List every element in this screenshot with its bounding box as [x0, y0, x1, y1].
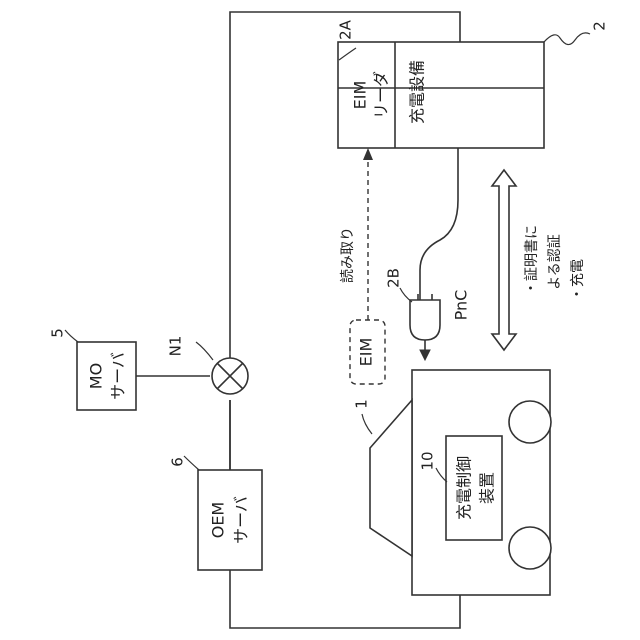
rear-wheel: [509, 527, 551, 569]
plug-leader-line: [400, 288, 412, 302]
oem-server-label-2: サーバ: [232, 496, 251, 544]
controller-label-2: 装置: [478, 472, 497, 504]
read-label: 読み取り: [339, 227, 356, 283]
charger-box: EIM リーダ 充電設備: [338, 42, 544, 148]
eim-card: EIM: [350, 320, 385, 384]
bidirectional-arrow: [492, 170, 516, 350]
charging-cable: [420, 148, 458, 300]
mo-leader-line: [65, 330, 78, 342]
network-node-n1: [212, 358, 248, 394]
note-line-1: ・証明書に: [524, 225, 540, 295]
mo-server-box: MO サーバ: [77, 342, 136, 410]
vehicle-ref: 1: [353, 399, 371, 409]
n1-leader-line: [196, 342, 213, 360]
oem-server-box: OEM サーバ: [198, 470, 262, 570]
controller-label-1: 充電制御: [455, 456, 474, 520]
plug-ref: 2B: [385, 268, 403, 288]
charge-controller-box: 充電制御 装置: [446, 436, 502, 540]
oem-server-ref: 6: [169, 457, 187, 467]
note-line-2: よる認証: [547, 234, 563, 290]
mo-server-ref: 5: [49, 328, 67, 338]
read-arrow-head: [363, 148, 373, 160]
mo-server-label-1: MO: [87, 363, 106, 389]
note-line-3: ・充電: [570, 259, 586, 301]
controller-ref: 10: [419, 451, 437, 470]
charger-ref: 2: [591, 21, 609, 31]
eim-reader-label-2: リーダ: [372, 71, 391, 119]
front-wheel: [509, 401, 551, 443]
charger-leader-line: [544, 33, 590, 45]
plug: [410, 294, 440, 360]
mo-server-label-2: サーバ: [109, 352, 128, 400]
n1-ref: N1: [167, 336, 185, 357]
eim-reader-label-1: EIM: [351, 81, 370, 110]
eim-card-label: EIM: [357, 338, 376, 367]
eim-reader-ref: 2A: [337, 19, 355, 40]
vehicle-leader-line: [362, 414, 372, 434]
pnc-label: PnC: [452, 290, 471, 321]
charger-label: 充電設備: [408, 60, 427, 124]
oem-server-label-1: OEM: [209, 502, 228, 539]
